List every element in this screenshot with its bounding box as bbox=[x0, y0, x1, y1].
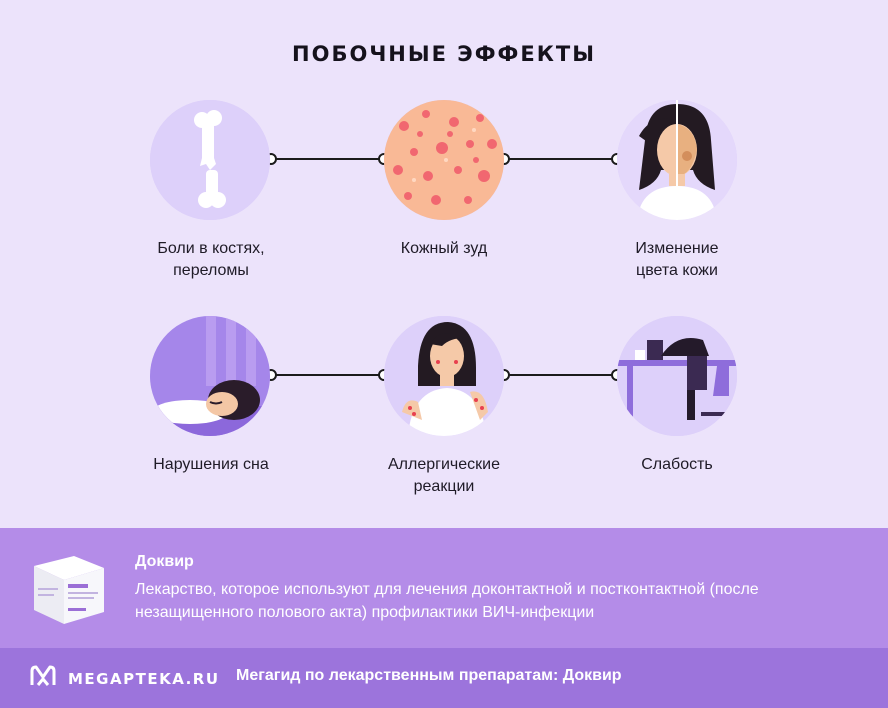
connector-line bbox=[270, 374, 384, 376]
drug-info-band bbox=[0, 528, 888, 648]
side-effects-panel: ПОБОЧНЫЕ ЭФФЕКТЫ bbox=[150, 42, 737, 495]
drug-description: Лекарство, которое используют для лечени… bbox=[135, 581, 759, 621]
effect-label-sleep: Нарушения сна bbox=[153, 456, 269, 473]
effect-label-weakness: Слабость bbox=[641, 456, 713, 473]
drug-name: Доквир bbox=[135, 553, 194, 570]
footer-band bbox=[0, 648, 888, 708]
effect-label-bone-pain: Боли в костях, переломы bbox=[157, 240, 265, 279]
medicine-box-icon bbox=[28, 548, 108, 628]
brand-logo[interactable]: MEGAPTEKA.RU bbox=[30, 665, 220, 692]
megapteka-logo-icon bbox=[30, 665, 56, 692]
footer-caption: Мегагид по лекарственным препаратам: Док… bbox=[236, 667, 622, 684]
brand-name: MEGAPTEKA.RU bbox=[68, 669, 220, 688]
sleep-disorder-icon bbox=[150, 316, 270, 436]
connector-line bbox=[270, 158, 384, 160]
skin-rash-icon bbox=[384, 100, 504, 220]
connector-line bbox=[504, 374, 618, 376]
effect-label-skin-color: Изменение цвета кожи bbox=[635, 240, 719, 279]
connector-line bbox=[504, 158, 618, 160]
skin-discoloration-icon bbox=[617, 100, 737, 220]
effect-label-allergy: Аллергические реакции bbox=[388, 456, 500, 495]
allergy-icon bbox=[384, 316, 504, 436]
weakness-icon bbox=[617, 316, 737, 436]
page-title: ПОБОЧНЫЕ ЭФФЕКТЫ bbox=[292, 42, 596, 66]
bone-icon bbox=[150, 100, 270, 220]
effect-label-skin-itch: Кожный зуд bbox=[400, 240, 488, 257]
